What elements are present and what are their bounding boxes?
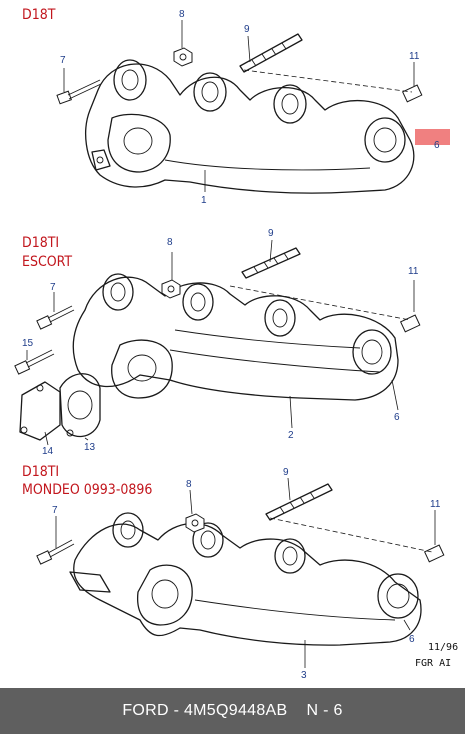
callout-9: 9 — [244, 24, 250, 35]
separator: - — [168, 702, 184, 719]
diagram-position: N - 6 — [306, 702, 343, 719]
callout-14: 14 — [42, 446, 54, 457]
section-title-line1: D18TI — [22, 235, 59, 251]
nut-8 — [173, 47, 193, 67]
exhaust-manifold-escort — [72, 273, 399, 401]
gasket-13 — [59, 373, 101, 438]
section-title-line2: ESCORT — [22, 254, 72, 270]
callout-1: 1 — [201, 195, 207, 206]
callout-11: 11 — [409, 51, 420, 62]
callout-8: 8 — [179, 9, 185, 20]
callout-7: 7 — [60, 55, 66, 66]
exhaust-manifold-diagram: D18T — [14, 7, 458, 681]
callout-13: 13 — [84, 442, 96, 453]
part-info-footer: FORD - 4M5Q9448AB N - 6 — [0, 688, 465, 734]
callout-2: 2 — [288, 430, 294, 441]
sleeve-11 — [401, 84, 423, 103]
callout-6: 6 — [394, 412, 400, 423]
bolt-7 — [56, 79, 102, 105]
exhaust-manifold-d18t — [85, 59, 415, 194]
stud-9 — [241, 247, 301, 279]
spacer — [288, 702, 307, 720]
sleeve-11 — [423, 544, 445, 563]
callout-8: 8 — [167, 237, 173, 248]
bolt-7 — [36, 305, 75, 330]
callout-6: 6 — [409, 634, 415, 645]
callout-7: 7 — [52, 505, 58, 516]
section-title: D18T — [22, 7, 56, 23]
callout-9: 9 — [268, 228, 274, 239]
bolt-15 — [14, 349, 55, 375]
gasket-highlight — [415, 129, 450, 145]
section-d18t: D18T — [22, 7, 450, 206]
stud-9 — [265, 483, 333, 521]
callout-15: 15 — [22, 338, 34, 349]
callout-11: 11 — [430, 499, 441, 510]
stud-9 — [239, 33, 303, 73]
revision-code: FGR AI — [415, 658, 451, 669]
section-d18ti-escort: D18TI ESCORT — [14, 228, 421, 457]
callout-3: 3 — [301, 670, 307, 681]
revision-date: 11/96 — [428, 642, 458, 653]
callout-8: 8 — [186, 479, 192, 490]
callout-11: 11 — [408, 266, 419, 277]
brand-name: FORD — [122, 702, 169, 719]
sleeve-11 — [399, 314, 421, 333]
callout-9: 9 — [283, 467, 289, 478]
part-number: 4M5Q9448AB — [183, 702, 288, 719]
section-title-line1: D18TI — [22, 464, 59, 480]
gasket-14 — [19, 381, 61, 441]
exhaust-manifold-mondeo — [69, 512, 422, 646]
section-d18ti-mondeo: D18TI MONDEO 0993-0896 — [22, 464, 458, 681]
bolt-7 — [36, 539, 75, 565]
section-title-line2: MONDEO 0993-0896 — [22, 482, 152, 498]
nut-8 — [185, 513, 205, 533]
callout-6: 6 — [434, 140, 440, 151]
callout-7: 7 — [50, 282, 56, 293]
